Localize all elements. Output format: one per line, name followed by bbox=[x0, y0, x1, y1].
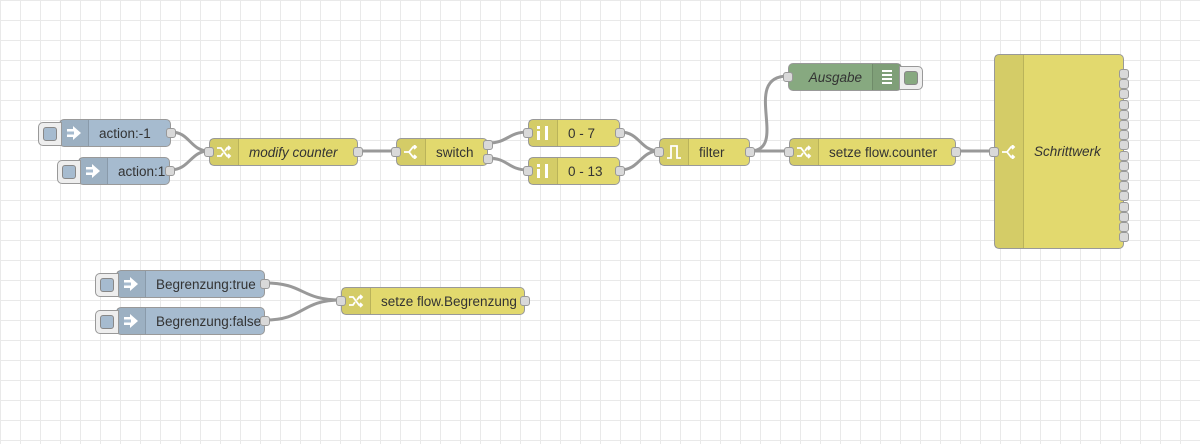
input-port[interactable] bbox=[654, 147, 664, 157]
inject-trigger-button[interactable] bbox=[38, 122, 62, 146]
arrow-in-icon bbox=[60, 120, 89, 146]
arrow-in-icon bbox=[117, 271, 146, 297]
input-port[interactable] bbox=[336, 296, 346, 306]
node-label: Begrenzung:true bbox=[156, 276, 256, 292]
change-node-modify-counter[interactable]: modify counter bbox=[204, 138, 363, 166]
filter-icon bbox=[660, 139, 689, 165]
output-port[interactable] bbox=[1119, 130, 1129, 141]
wire[interactable] bbox=[264, 298, 342, 322]
switch-node-schrittwerk[interactable]: Schrittwerk bbox=[989, 54, 1129, 249]
output-port[interactable] bbox=[1119, 120, 1129, 130]
filter-node[interactable]: filter bbox=[654, 138, 755, 166]
inject-trigger-button[interactable] bbox=[57, 160, 81, 184]
node-label: Begrenzung:false bbox=[156, 313, 262, 329]
node-label: filter bbox=[699, 144, 725, 160]
node-label: Schrittwerk bbox=[1034, 144, 1101, 159]
output-port[interactable] bbox=[165, 166, 175, 176]
arrow-in-icon bbox=[79, 158, 108, 184]
input-port[interactable] bbox=[204, 147, 214, 157]
inject-node-begrenzung-true[interactable]: Begrenzung:true bbox=[95, 270, 270, 298]
output-port[interactable] bbox=[1119, 222, 1129, 232]
output-port[interactable] bbox=[1119, 211, 1129, 222]
switch-icon bbox=[397, 139, 426, 165]
output-port-1[interactable] bbox=[483, 140, 493, 150]
input-port[interactable] bbox=[784, 147, 794, 157]
output-port[interactable] bbox=[1119, 201, 1129, 212]
shuffle-icon bbox=[342, 288, 371, 314]
output-port[interactable] bbox=[745, 147, 755, 157]
change-node-setze-flow-counter[interactable]: setze flow.counter bbox=[784, 138, 961, 166]
node-label: 0 - 13 bbox=[568, 163, 603, 179]
node-label: setze flow.Begrenzung bbox=[381, 293, 517, 309]
wire[interactable] bbox=[487, 156, 529, 172]
output-port[interactable] bbox=[520, 296, 530, 306]
wire[interactable] bbox=[264, 281, 342, 302]
output-port[interactable] bbox=[1119, 69, 1129, 79]
output-port[interactable] bbox=[1119, 150, 1129, 161]
input-port[interactable] bbox=[989, 147, 999, 157]
change-node-setze-flow-begrenzung[interactable]: setze flow.Begrenzung bbox=[336, 287, 530, 315]
range-node-0-7[interactable]: 0 - 7 bbox=[523, 119, 625, 147]
inject-trigger-button[interactable] bbox=[95, 310, 119, 334]
output-port[interactable] bbox=[166, 128, 176, 138]
node-label: action:-1 bbox=[99, 125, 151, 141]
input-port[interactable] bbox=[391, 147, 401, 157]
output-port[interactable] bbox=[260, 279, 270, 289]
shuffle-icon bbox=[210, 139, 239, 165]
range-icon bbox=[529, 158, 558, 184]
node-label: modify counter bbox=[249, 144, 338, 160]
wire[interactable] bbox=[487, 130, 529, 145]
inject-trigger-button[interactable] bbox=[95, 273, 119, 297]
range-icon bbox=[529, 120, 558, 146]
switch-node[interactable]: switch bbox=[391, 138, 493, 166]
input-port[interactable] bbox=[523, 166, 533, 176]
shuffle-icon bbox=[790, 139, 819, 165]
inject-node-begrenzung-false[interactable]: Begrenzung:false bbox=[95, 307, 270, 335]
debug-node-ausgabe[interactable]: Ausgabe bbox=[783, 63, 923, 91]
inject-node-action-plus[interactable]: action:1 bbox=[57, 157, 175, 185]
output-port-2[interactable] bbox=[483, 154, 493, 164]
debug-toggle-button[interactable] bbox=[899, 66, 923, 90]
arrow-in-icon bbox=[117, 308, 146, 334]
input-port[interactable] bbox=[783, 72, 793, 82]
node-label: 0 - 7 bbox=[568, 125, 596, 141]
output-port[interactable] bbox=[1119, 89, 1129, 100]
output-port[interactable] bbox=[1119, 140, 1129, 151]
output-port[interactable] bbox=[1119, 171, 1129, 181]
switch-icon bbox=[995, 55, 1024, 248]
node-label: action:1 bbox=[118, 163, 166, 179]
debug-list-icon bbox=[872, 64, 901, 90]
output-port[interactable] bbox=[615, 128, 625, 138]
inject-node-action-minus[interactable]: action:-1 bbox=[38, 119, 176, 147]
output-port[interactable] bbox=[1119, 181, 1129, 192]
output-port[interactable] bbox=[615, 166, 625, 176]
node-label: Ausgabe bbox=[808, 69, 862, 85]
output-port[interactable] bbox=[1119, 99, 1129, 110]
output-port[interactable] bbox=[1119, 160, 1129, 171]
output-port[interactable] bbox=[951, 147, 961, 157]
node-label: setze flow.counter bbox=[829, 144, 938, 160]
output-port[interactable] bbox=[353, 147, 363, 157]
output-port[interactable] bbox=[1119, 191, 1129, 202]
output-port[interactable] bbox=[1119, 232, 1129, 243]
range-node-0-13[interactable]: 0 - 13 bbox=[523, 157, 625, 185]
output-port[interactable] bbox=[1119, 79, 1129, 90]
input-port[interactable] bbox=[523, 128, 533, 138]
wire[interactable] bbox=[749, 74, 789, 153]
output-port[interactable] bbox=[260, 316, 270, 326]
node-label: switch bbox=[436, 144, 474, 160]
output-port[interactable] bbox=[1119, 109, 1129, 120]
